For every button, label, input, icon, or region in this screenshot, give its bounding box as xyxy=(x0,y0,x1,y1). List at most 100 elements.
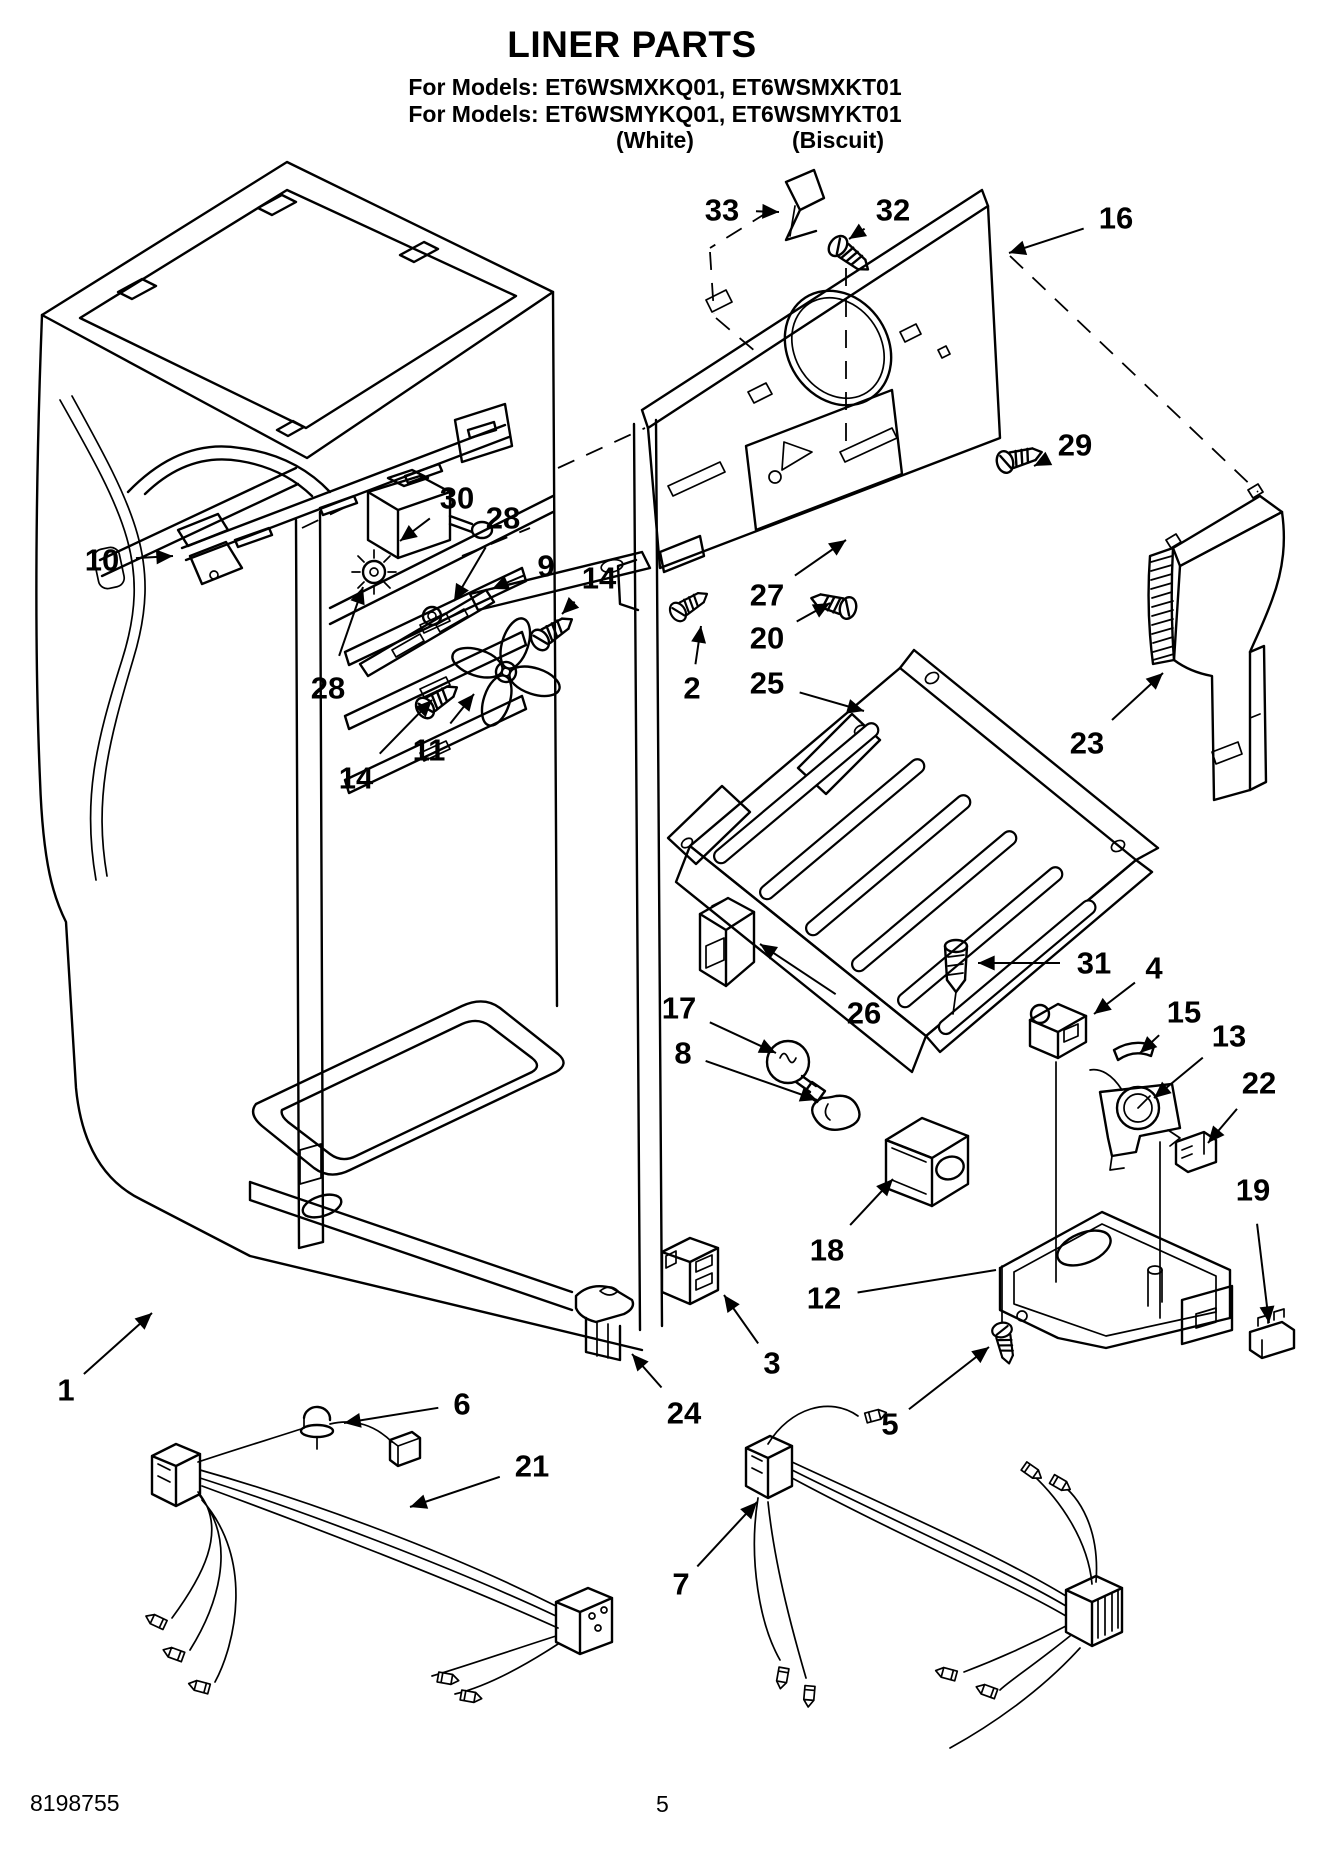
callout-number-22: 22 xyxy=(1242,1066,1276,1101)
callout-leader-7 xyxy=(696,1501,758,1568)
callout-leader-6 xyxy=(343,1406,439,1428)
connector-19 xyxy=(1248,1308,1296,1360)
callout-number-30: 30 xyxy=(440,481,474,516)
lamp-housing xyxy=(884,1116,970,1208)
callout-number-33: 33 xyxy=(705,193,739,228)
callout-25: 25 xyxy=(750,666,865,714)
finish-label-biscuit: (Biscuit) xyxy=(792,127,884,153)
callout-leader-28 xyxy=(453,546,487,602)
callout-31: 31 xyxy=(978,946,1111,981)
callout-33: 33 xyxy=(705,193,780,228)
callout-leader-17 xyxy=(709,1021,777,1054)
callout-number-6: 6 xyxy=(453,1387,470,1422)
callout-28: 28 xyxy=(311,586,365,706)
callout-leader-11 xyxy=(449,693,475,725)
callout-leader-19 xyxy=(1256,1223,1275,1324)
callout-7: 7 xyxy=(672,1501,758,1602)
callout-leader-22 xyxy=(1207,1108,1238,1144)
document-number: 8198755 xyxy=(30,1790,120,1816)
callout-4: 4 xyxy=(1093,951,1163,1015)
lamp-parts xyxy=(698,896,970,1208)
callout-number-5: 5 xyxy=(881,1407,898,1442)
evaporator-plate xyxy=(666,648,1160,1074)
callout-leader-33 xyxy=(755,203,780,219)
callout-leader-21 xyxy=(409,1475,501,1509)
callout-leader-14 xyxy=(379,699,433,755)
overload-relay-4 xyxy=(1028,1002,1088,1060)
callout-16: 16 xyxy=(1008,201,1133,255)
evaporator-fan-assembly xyxy=(351,468,652,727)
callout-number-12: 12 xyxy=(807,1281,841,1316)
page-title: LINER PARTS xyxy=(507,24,757,65)
switch-22 xyxy=(1174,1130,1218,1174)
access-cover xyxy=(744,388,904,532)
callout-leader-9 xyxy=(491,574,525,590)
callout-number-25: 25 xyxy=(750,666,784,701)
finish-label-white: (White) xyxy=(616,127,694,153)
callout-number-13: 13 xyxy=(1212,1019,1246,1054)
callout-number-8: 8 xyxy=(674,1036,691,1071)
callout-number-29: 29 xyxy=(1058,428,1092,463)
wiring-harness-right xyxy=(744,1405,1124,1749)
callout-14: 14 xyxy=(561,561,617,615)
grommet-6 xyxy=(299,1405,335,1450)
callout-32: 32 xyxy=(848,193,910,240)
callout-leader-13 xyxy=(1153,1056,1204,1099)
callout-number-14: 14 xyxy=(582,561,617,596)
callout-number-23: 23 xyxy=(1070,726,1104,761)
callout-leader-20 xyxy=(796,602,831,623)
callout-21: 21 xyxy=(409,1449,549,1509)
callout-20: 20 xyxy=(750,602,831,656)
callout-number-10: 10 xyxy=(85,543,119,578)
callout-leader-23 xyxy=(1111,672,1164,721)
callout-number-20: 20 xyxy=(750,621,784,656)
models-line-1: For Models: ET6WSMXKQ01, ET6WSMXKT01 xyxy=(408,74,902,100)
callout-26: 26 xyxy=(759,943,881,1031)
callout-number-26: 26 xyxy=(847,996,881,1031)
callout-number-1: 1 xyxy=(57,1373,74,1408)
callout-number-15: 15 xyxy=(1167,995,1201,1030)
callout-leader-25 xyxy=(799,691,865,714)
callout-number-9: 9 xyxy=(537,549,554,584)
callout-leader-30 xyxy=(399,517,431,542)
relay-26 xyxy=(698,896,756,988)
callout-9: 9 xyxy=(491,549,555,590)
small-parts xyxy=(299,1236,720,1450)
callout-13: 13 xyxy=(1153,1019,1246,1099)
callout-6: 6 xyxy=(343,1387,471,1428)
callout-leader-12 xyxy=(857,1269,997,1294)
callout-number-14: 14 xyxy=(339,761,374,796)
callout-leader-32 xyxy=(848,223,868,240)
liner-cabinet xyxy=(35,160,664,1352)
callout-8: 8 xyxy=(674,1036,818,1102)
callout-leader-2 xyxy=(691,625,707,665)
callout-2: 2 xyxy=(683,625,707,706)
plug-24 xyxy=(574,1285,635,1362)
callout-layer: 1234567891011121314141516171819202122232… xyxy=(57,193,1276,1602)
callout-leader-5 xyxy=(908,1346,990,1411)
wiring-harness-left xyxy=(143,1421,614,1705)
callout-leader-10 xyxy=(135,549,174,565)
clip-33 xyxy=(784,168,826,242)
callout-leader-15 xyxy=(1139,1034,1160,1054)
callout-28: 28 xyxy=(453,501,520,602)
callout-leader-18 xyxy=(849,1178,894,1226)
page-number: 5 xyxy=(656,1791,669,1817)
callout-number-4: 4 xyxy=(1145,951,1163,986)
bulb-socket xyxy=(810,1094,861,1131)
callout-19: 19 xyxy=(1236,1173,1275,1324)
callout-number-2: 2 xyxy=(683,671,700,706)
callout-24: 24 xyxy=(631,1353,702,1431)
callout-number-17: 17 xyxy=(662,991,696,1026)
callout-leader-1 xyxy=(83,1312,153,1375)
callout-leader-8 xyxy=(705,1059,818,1102)
callout-leader-29 xyxy=(1033,451,1053,467)
rear-evaporator-panel xyxy=(640,168,1259,626)
callout-number-16: 16 xyxy=(1099,201,1133,236)
control-parts xyxy=(989,1002,1296,1367)
callout-number-11: 11 xyxy=(413,733,446,768)
callout-30: 30 xyxy=(399,481,474,542)
callout-leader-3 xyxy=(723,1294,759,1344)
